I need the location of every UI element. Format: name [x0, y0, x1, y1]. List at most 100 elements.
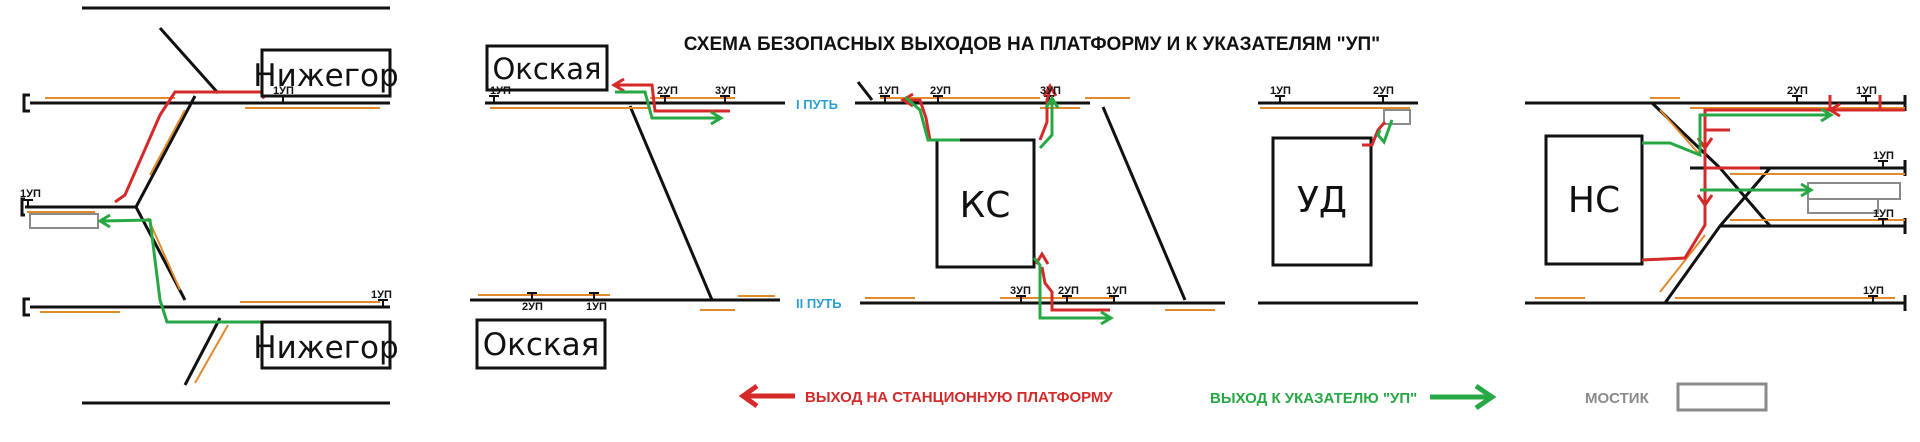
section-ud [1258, 95, 1418, 305]
exit-to-platform-path [114, 90, 270, 204]
arrow-left-icon [738, 383, 759, 409]
arrow-head-icon [1100, 310, 1114, 326]
legend-platform-exit: ВЫХОД НА СТАНЦИОННУЮ ПЛАТФОРМУ [805, 389, 1113, 406]
station-box [1271, 136, 1373, 267]
sign-label: 2УП [1373, 85, 1394, 97]
exit-to-platform-path [1641, 108, 1905, 262]
switch-line [134, 95, 197, 208]
legend-bridge: МОСТИК [1585, 390, 1650, 407]
sign-label: 2УП [930, 85, 951, 97]
exit-to-platform-path [615, 83, 730, 113]
arrow-right-icon [1474, 383, 1497, 411]
sign-marker-icon [1016, 295, 1026, 303]
exit-to-platform-path [1828, 95, 1882, 110]
arrow-head-icon [1044, 95, 1060, 109]
buffer-stop-icon [20, 197, 25, 217]
sign-marker-icon [378, 299, 388, 307]
buffer-stop-icon [22, 297, 30, 317]
station-label-nizhegor-top: Нижегор [253, 58, 398, 94]
station-label-okskaya-top: Окская [492, 52, 601, 86]
platform-edge [147, 217, 181, 291]
platform-edge [194, 324, 229, 384]
sign-marker-icon [489, 95, 499, 103]
bridge-icon [1807, 182, 1901, 200]
exit-to-platform-path [905, 98, 932, 141]
sign-label: 1УП [273, 85, 294, 97]
switch-line [158, 27, 220, 94]
switch-line [1718, 167, 1772, 227]
bridge-icon [1383, 109, 1411, 125]
station-box [485, 44, 609, 92]
arrow-head-icon [1042, 83, 1058, 97]
station-label-okskaya-bottom: Окская [483, 327, 600, 363]
arrow-head-icon [1696, 194, 1714, 208]
station-label-ns: НС [1568, 180, 1620, 221]
buffer-stop-icon [22, 93, 30, 113]
platform-edge [1659, 234, 1706, 293]
sign-label: 1УП [586, 301, 607, 313]
sign-label: 1УП [1873, 150, 1894, 162]
station-box [475, 318, 607, 370]
sign-label: 2УП [1058, 285, 1079, 297]
station-box [260, 320, 392, 370]
arrow-head-icon [611, 77, 625, 93]
exit-to-platform-path [1362, 121, 1387, 147]
sign-marker-icon [880, 95, 890, 103]
arrow-head-icon [1800, 182, 1814, 198]
arrow-head-icon [900, 92, 914, 108]
track-label-1: I ПУТЬ [796, 97, 838, 112]
scheme-title: СХЕМА БЕЗОПАСНЫХ ВЫХОДОВ НА ПЛАТФОРМУ И … [684, 34, 1380, 55]
station-box [935, 138, 1036, 269]
arrow-head-icon [1820, 107, 1834, 123]
station-box [1544, 134, 1644, 266]
sign-label: 2УП [522, 301, 543, 313]
sign-label: 3УП [715, 85, 736, 97]
sign-marker-icon [1062, 295, 1072, 303]
sign-label: 2УП [1787, 85, 1808, 97]
exit-to-sign-path [1376, 119, 1394, 145]
section-ks [855, 81, 1225, 326]
sign-label: 1УП [490, 85, 511, 97]
exit-to-sign-path [1038, 100, 1054, 150]
sign-label: 1УП [371, 289, 392, 301]
sign-marker-icon [589, 292, 599, 300]
exit-to-platform-path [1040, 266, 1110, 312]
exit-to-sign-path [1032, 257, 1110, 320]
station-label-ud: УД [1297, 180, 1347, 221]
sign-label: 3УП [1010, 285, 1031, 297]
bridge-icon [29, 213, 99, 229]
switch-line [183, 317, 222, 386]
sign-label: 1УП [1863, 285, 1884, 297]
sign-marker-icon [720, 95, 730, 103]
platform-edge [149, 109, 186, 176]
track-label-2: II ПУТЬ [796, 296, 842, 311]
section-nizhegor [20, 6, 392, 405]
sign-marker-icon [527, 292, 537, 300]
sign-label: 1УП [1270, 85, 1291, 97]
sign-marker-icon [933, 95, 943, 103]
arrow-head-icon [710, 110, 724, 126]
exit-to-sign-path [615, 90, 720, 120]
exit-to-sign-path [99, 218, 270, 324]
sign-marker-icon [1275, 95, 1285, 103]
switch-line [1663, 225, 1722, 304]
exit-to-platform-path [1038, 89, 1052, 141]
sign-marker-icon [23, 199, 33, 207]
sign-marker-icon [1378, 95, 1388, 103]
sign-label: 1УП [878, 85, 899, 97]
legend [738, 382, 1768, 412]
exit-to-sign-path [904, 95, 960, 142]
sign-marker-icon [660, 95, 670, 103]
sign-label: 3УП [1040, 85, 1061, 97]
legend-sign-exit: ВЫХОД К УКАЗАТЕЛЮ "УП" [1210, 390, 1417, 407]
section-okskaya [470, 44, 785, 370]
sign-label: 2УП [657, 85, 678, 97]
sign-marker-icon [1878, 218, 1888, 226]
platform-edge [1659, 109, 1701, 156]
switch-line [856, 81, 874, 101]
sign-label: 1УП [20, 188, 41, 200]
station-box [260, 48, 392, 98]
switch-line [628, 105, 714, 301]
sign-marker-icon [1868, 295, 1878, 303]
